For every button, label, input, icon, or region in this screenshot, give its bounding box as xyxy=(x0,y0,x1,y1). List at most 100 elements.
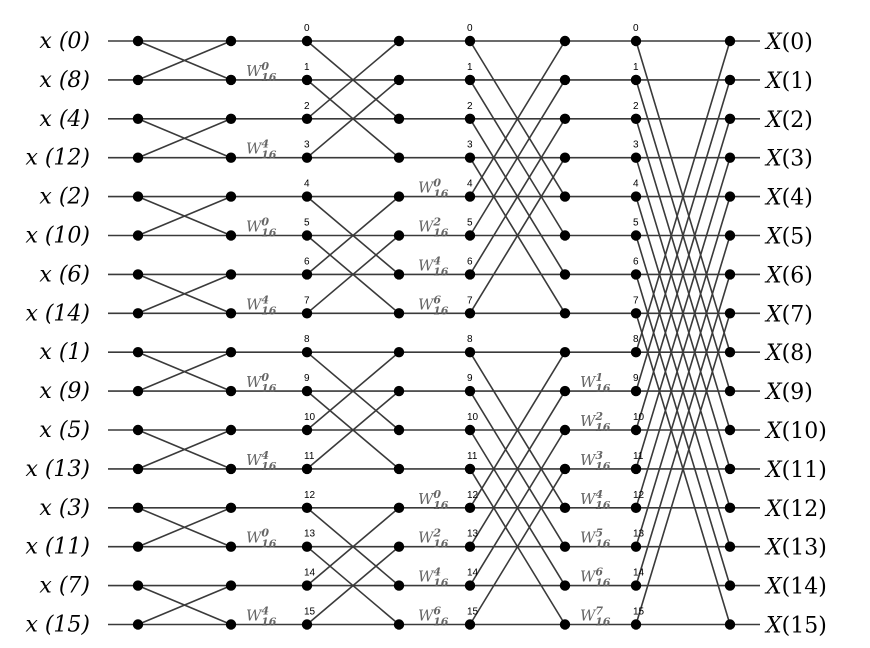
butterfly-node xyxy=(301,424,313,436)
butterfly-node xyxy=(132,308,144,319)
butterfly-node xyxy=(225,308,237,319)
butterfly-node xyxy=(630,619,642,630)
butterfly-node xyxy=(393,424,405,436)
butterfly-node xyxy=(393,269,405,280)
output-label: X(10) xyxy=(764,419,827,444)
butterfly-cross-wire xyxy=(635,235,731,547)
output-label: X(15) xyxy=(764,614,827,639)
butterfly-cross-wire xyxy=(137,429,232,470)
butterfly-node xyxy=(464,463,476,475)
butterfly-node xyxy=(464,308,476,319)
stage-index-label: 8 xyxy=(633,334,639,345)
butterfly-node xyxy=(393,230,405,241)
butterfly-node xyxy=(393,152,405,163)
butterfly-node xyxy=(724,347,736,358)
butterfly-node xyxy=(132,619,144,630)
butterfly-cross-wire xyxy=(306,351,400,431)
stage-index-label: 8 xyxy=(304,334,310,345)
butterfly-node xyxy=(464,424,476,436)
butterfly-node xyxy=(724,385,736,397)
butterfly-cross-wire xyxy=(306,79,400,159)
stage-index-label: 6 xyxy=(304,256,310,267)
stage-index-label: 12 xyxy=(633,490,645,501)
butterfly-node xyxy=(630,152,642,163)
input-label: x (15) xyxy=(25,613,90,638)
butterfly-cross-wire xyxy=(306,195,400,276)
butterfly-node xyxy=(132,152,144,163)
butterfly-node xyxy=(724,541,736,552)
butterfly-cross-wire xyxy=(635,79,731,392)
butterfly-node xyxy=(559,74,571,86)
butterfly-node xyxy=(132,191,144,202)
butterfly-node xyxy=(132,541,144,552)
butterfly-node xyxy=(393,502,405,513)
butterfly-cross-wire xyxy=(306,234,400,314)
input-label: x (5) xyxy=(39,418,90,443)
input-label: x (3) xyxy=(39,496,90,521)
stage-index-label: 11 xyxy=(304,451,315,462)
butterfly-node xyxy=(464,152,476,163)
stage-index-label: 3 xyxy=(304,140,310,151)
stage-index-label: 4 xyxy=(304,179,310,190)
butterfly-node xyxy=(464,619,476,630)
input-label: x (6) xyxy=(39,262,90,287)
butterfly-node xyxy=(132,385,144,397)
stage-index-label: 11 xyxy=(633,451,644,462)
butterfly-node xyxy=(724,619,736,630)
butterfly-cross-wire xyxy=(469,157,566,314)
butterfly-cross-wire xyxy=(469,40,566,198)
butterfly-cross-wire xyxy=(635,196,731,509)
butterfly-node xyxy=(132,463,144,475)
butterfly-node xyxy=(559,502,571,513)
stage-index-label: 10 xyxy=(304,412,316,423)
stage-index-label: 4 xyxy=(467,179,473,190)
butterfly-node xyxy=(724,191,736,202)
butterfly-cross-wire xyxy=(137,273,232,315)
butterfly-wires xyxy=(108,40,760,626)
butterfly-node xyxy=(132,113,144,125)
butterfly-nodes xyxy=(132,35,736,630)
stage-index-label: 9 xyxy=(304,373,310,384)
butterfly-node xyxy=(225,152,237,163)
stage-index-label: 14 xyxy=(633,568,645,579)
butterfly-node xyxy=(630,347,642,358)
butterfly-cross-wire xyxy=(469,79,566,236)
butterfly-node xyxy=(225,385,237,397)
butterfly-node xyxy=(724,580,736,591)
butterfly-node xyxy=(132,230,144,241)
input-label: x (10) xyxy=(25,224,90,249)
input-label: x (7) xyxy=(39,574,90,599)
butterfly-node xyxy=(724,230,736,241)
input-label: x (8) xyxy=(39,68,90,93)
butterfly-node xyxy=(559,580,571,591)
butterfly-node xyxy=(301,269,313,280)
butterfly-node xyxy=(630,74,642,86)
output-label: X(9) xyxy=(764,380,813,405)
butterfly-node xyxy=(630,463,642,475)
stage-index-label: 13 xyxy=(304,529,316,540)
butterfly-node xyxy=(225,424,237,436)
butterfly-node xyxy=(225,463,237,475)
butterfly-node xyxy=(132,74,144,86)
butterfly-node xyxy=(559,424,571,436)
butterfly-node xyxy=(724,113,736,125)
stage-index-label: 0 xyxy=(467,23,473,34)
butterfly-node xyxy=(724,463,736,475)
butterfly-cross-wire xyxy=(137,118,232,159)
butterfly-node xyxy=(724,502,736,513)
butterfly-node xyxy=(132,424,144,436)
output-label: X(14) xyxy=(764,575,827,600)
butterfly-node xyxy=(225,113,237,125)
butterfly-node xyxy=(559,230,571,241)
